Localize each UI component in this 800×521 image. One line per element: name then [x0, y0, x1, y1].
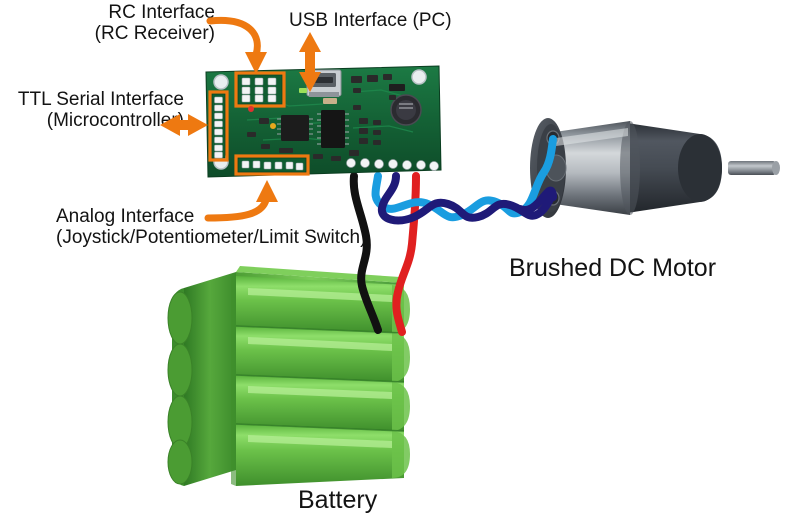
- label-ttl-line1: TTL Serial Interface: [17, 89, 184, 110]
- motor-body: [548, 121, 630, 215]
- usb-arrow: [299, 32, 321, 92]
- mounting-hole-top-left: [213, 74, 229, 90]
- motor-controller-board[interactable]: [203, 62, 443, 182]
- analog-arrow: [204, 180, 278, 222]
- rc-header[interactable]: [234, 71, 286, 108]
- analog-header-highlight: [234, 154, 310, 176]
- label-brushed-dc-motor: Brushed DC Motor: [509, 254, 716, 282]
- label-analog-line2: (Joystick/Potentiometer/Limit Switch): [56, 227, 367, 249]
- label-battery: Battery: [298, 486, 377, 514]
- motor-wire-navy-tail: [516, 186, 557, 215]
- rc-arrow: [206, 16, 267, 74]
- label-rc-interface: RC Interface (RC Receiver): [0, 2, 215, 45]
- output-terminals[interactable]: [346, 158, 439, 171]
- ttl-header[interactable]: [208, 90, 229, 162]
- battery-positive-wire: [392, 172, 420, 336]
- label-analog-line1: Analog Interface: [56, 206, 195, 227]
- label-usb-line1: USB Interface (PC): [289, 10, 452, 31]
- label-rc-line1: RC Interface: [108, 2, 215, 23]
- label-battery-line1: Battery: [298, 486, 378, 514]
- motor-driver-chip: [317, 110, 349, 148]
- motor-wire-navy: [377, 172, 557, 225]
- rc-header-highlight: [234, 71, 286, 108]
- battery-negative-wire: [349, 172, 382, 334]
- ttl-arrow: [160, 114, 208, 136]
- label-ttl-serial-interface: TTL Serial Interface (Microcontroller): [0, 89, 184, 132]
- label-ttl-line2: (Microcontroller): [46, 110, 184, 132]
- label-motor-line1: Brushed DC Motor: [509, 254, 717, 282]
- capacitor: [390, 94, 422, 126]
- battery-pack: [167, 266, 410, 486]
- led-yellow: [270, 123, 276, 129]
- analog-header[interactable]: [234, 154, 310, 176]
- motor-shaft: [728, 161, 776, 175]
- label-analog-interface: Analog Interface (Joystick/Potentiometer…: [56, 206, 366, 249]
- mounting-hole-top-right: [411, 69, 427, 85]
- led-red: [248, 106, 254, 112]
- wire-bundle: [349, 135, 557, 336]
- microcontroller-chip: [277, 115, 313, 141]
- ttl-header-highlight: [208, 90, 229, 162]
- label-rc-line2: (RC Receiver): [94, 23, 215, 45]
- label-usb-interface: USB Interface (PC): [289, 10, 452, 31]
- led-green: [299, 88, 307, 93]
- smd-components: [247, 74, 405, 161]
